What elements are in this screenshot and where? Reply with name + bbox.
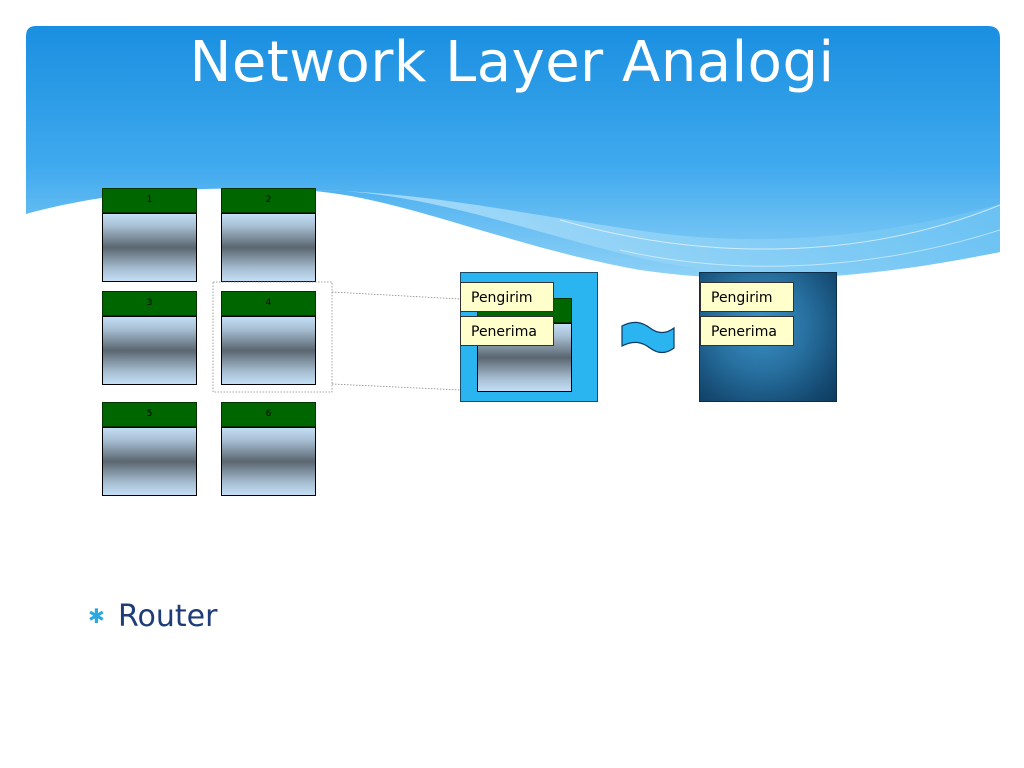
room-body [102, 427, 197, 496]
asterisk-bullet-icon: ✱ [88, 604, 105, 628]
room-body [102, 213, 197, 282]
room-2: 2 [221, 188, 316, 296]
bullet-text: Router [118, 598, 218, 634]
room-6: 6 [221, 402, 316, 510]
room-body [221, 316, 316, 385]
room-label: 2 [221, 188, 316, 213]
router-sender-tag: Pengirim [460, 282, 554, 312]
room-label: 3 [102, 291, 197, 316]
room-body [221, 213, 316, 282]
room-body [102, 316, 197, 385]
room-label: 6 [221, 402, 316, 427]
slide-title: Network Layer Analogi [189, 30, 835, 95]
bullet-item: ✱ Router [88, 596, 217, 636]
network-receiver-tag: Penerima [700, 316, 794, 346]
router-receiver-tag: Penerima [460, 316, 554, 346]
room-1: 1 [102, 188, 197, 296]
header-wave-band [26, 26, 1001, 279]
room-label: 1 [102, 188, 197, 213]
room-body [221, 427, 316, 496]
room-label: 5 [102, 402, 197, 427]
room-label: 4 [221, 291, 316, 316]
room-5: 5 [102, 402, 197, 510]
tilde-wave-icon [621, 321, 675, 354]
network-sender-tag: Pengirim [700, 282, 794, 312]
room-3: 3 [102, 291, 197, 399]
room-4: 4 [221, 291, 316, 399]
